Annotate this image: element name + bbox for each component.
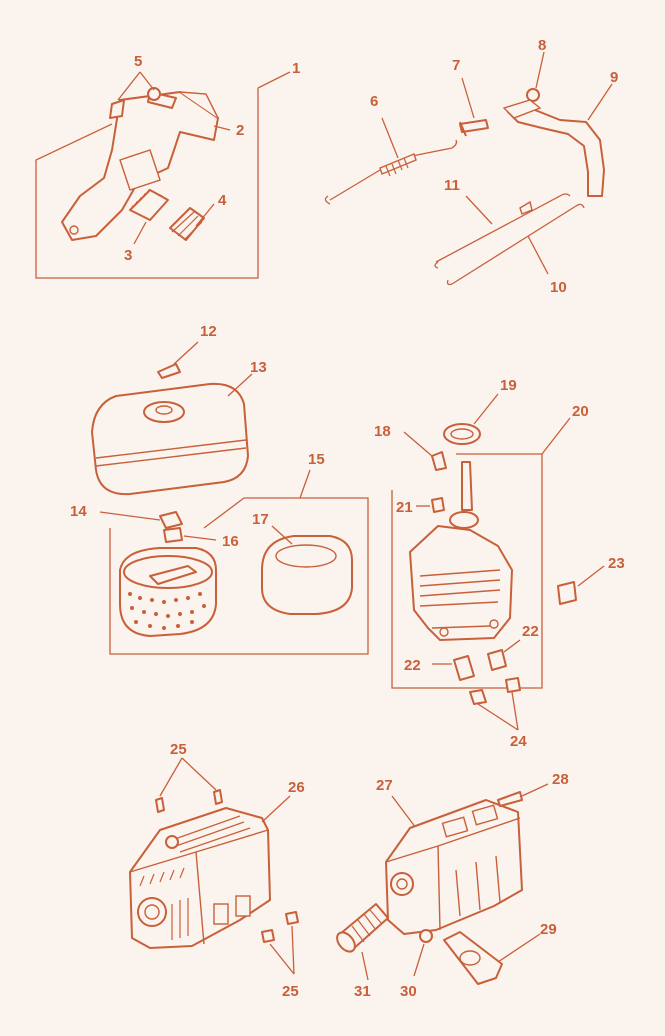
carburetor-assembly (391, 393, 571, 731)
callout-6: 6 (370, 93, 378, 110)
callout-20: 20 (572, 403, 589, 420)
spring-6 (324, 117, 458, 205)
lever-assembly (459, 51, 613, 197)
callout-27: 27 (376, 777, 393, 794)
muffler (336, 783, 549, 985)
callout-9: 9 (610, 69, 618, 86)
callout-28: 28 (552, 771, 569, 788)
callout-26: 26 (288, 779, 305, 796)
callout-12: 12 (200, 323, 217, 340)
callout-21: 21 (396, 499, 413, 516)
muffler-cover (129, 757, 299, 975)
callout-19: 19 (500, 377, 517, 394)
callout-30: 30 (400, 983, 417, 1000)
callout-31: 31 (354, 983, 371, 1000)
callout-1: 1 (292, 60, 300, 77)
callout-7: 7 (452, 57, 460, 74)
callout-24: 24 (510, 733, 527, 750)
callout-2: 2 (236, 122, 244, 139)
callout-3: 3 (124, 247, 132, 264)
callout-14: 14 (70, 503, 87, 520)
callout-4: 4 (218, 192, 227, 209)
callout-18: 18 (374, 423, 391, 440)
gasket-23 (557, 565, 605, 605)
callout-8: 8 (538, 37, 546, 54)
callout-11: 11 (444, 177, 460, 194)
callout-labels: 1 2 3 4 5 6 7 8 9 10 11 12 13 14 15 16 1… (70, 37, 625, 1000)
callout-13: 13 (250, 359, 267, 376)
callout-17: 17 (252, 511, 269, 528)
callout-16: 16 (222, 533, 239, 550)
callout-25b: 25 (282, 983, 299, 1000)
bracket-assembly (35, 71, 291, 279)
callout-29: 29 (540, 921, 557, 938)
air-cleaner-cover (91, 341, 253, 496)
callout-10: 10 (550, 279, 567, 296)
callout-25a: 25 (170, 741, 187, 758)
callout-22b: 22 (404, 657, 421, 674)
callout-22a: 22 (522, 623, 539, 640)
air-filter-assembly (99, 469, 369, 655)
callout-23: 23 (608, 555, 625, 572)
rods (434, 193, 585, 286)
callout-5: 5 (134, 53, 142, 70)
callout-15: 15 (308, 451, 325, 468)
